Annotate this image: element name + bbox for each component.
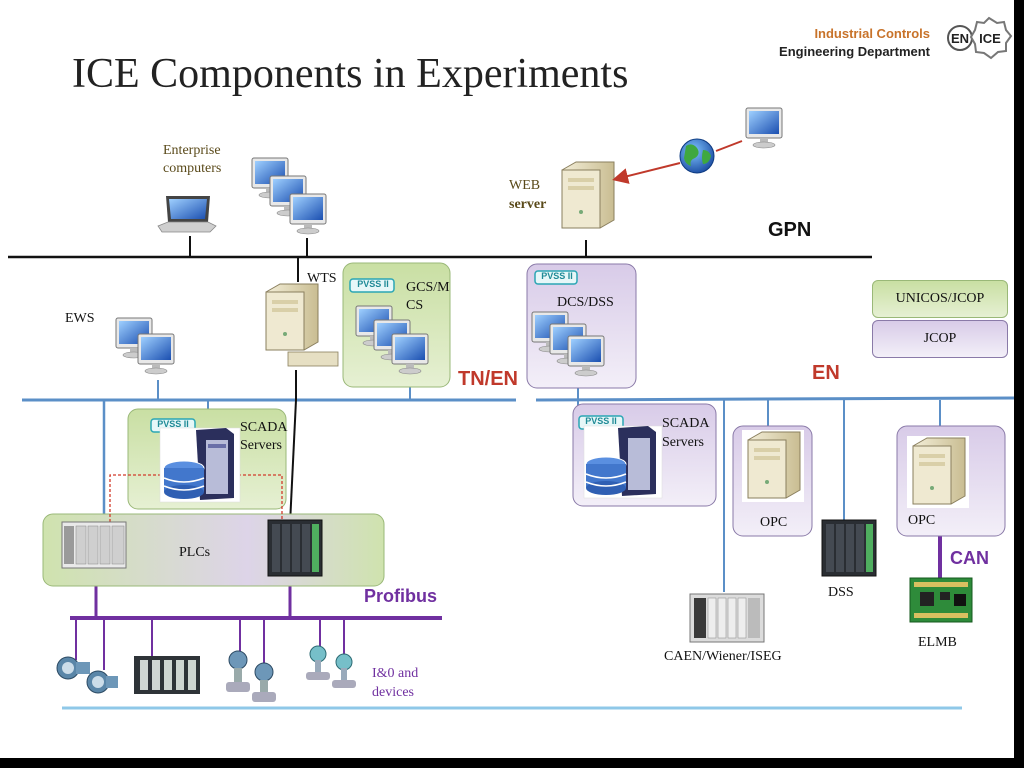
pvss-badge-dcs: PVSS II <box>541 271 573 281</box>
gpn-label: GPN <box>768 219 812 241</box>
tn-en-label: TN/EN <box>458 368 518 390</box>
legend-unicos-jcop: UNICOS/JCOP <box>872 280 1008 318</box>
io-label-2: devices <box>372 685 414 700</box>
gcs-label-2: CS <box>406 298 424 313</box>
opc-label-1: OPC <box>760 515 788 530</box>
page-title: ICE Components in Experiments <box>72 51 629 97</box>
web-label-2: server <box>509 197 547 212</box>
dss-label: DSS <box>828 585 854 600</box>
enterprise-label-2: computers <box>163 161 222 176</box>
dcs-dss-label: DCS/DSS <box>557 295 614 310</box>
pvss-badge-scada-right: PVSS II <box>585 416 617 426</box>
gcs-label-1: GCS/M <box>406 280 450 295</box>
scada-right-label-1: SCADA <box>662 416 710 431</box>
io-label-1: I&0 and <box>372 666 419 681</box>
pvss-badge-scada-left: PVSS II <box>157 419 189 429</box>
legend-jcop: JCOP <box>872 320 1008 358</box>
brand-line1: Industrial Controls <box>814 26 930 41</box>
ews-label: EWS <box>65 311 95 326</box>
brand-line2: Engineering Department <box>779 44 930 59</box>
web-label-1: WEB <box>509 178 541 193</box>
plcs-label: PLCs <box>179 545 211 560</box>
logo-text-left: EN <box>951 31 969 46</box>
scada-right-label-2: Servers <box>662 435 704 450</box>
en-label: EN <box>812 362 840 384</box>
pvss-badge-gcs: PVSS II <box>357 279 389 289</box>
scada-left-label-2: Servers <box>240 438 282 453</box>
en-ice-logo: EN ICE <box>947 16 1013 60</box>
enterprise-label-1: Enterprise <box>163 143 221 158</box>
logo-text-right: ICE <box>979 31 1001 46</box>
can-label: CAN <box>950 548 989 568</box>
opc-label-2: OPC <box>908 513 936 528</box>
slide: ICE Components in Experiments Industrial… <box>0 0 1014 758</box>
profibus-label: Profibus <box>364 586 438 606</box>
wts-label: WTS <box>307 271 337 286</box>
scada-left-label-1: SCADA <box>240 420 288 435</box>
caen-label: CAEN/Wiener/ISEG <box>664 649 782 664</box>
elmb-label: ELMB <box>918 635 957 650</box>
network-diagram <box>8 107 1014 710</box>
